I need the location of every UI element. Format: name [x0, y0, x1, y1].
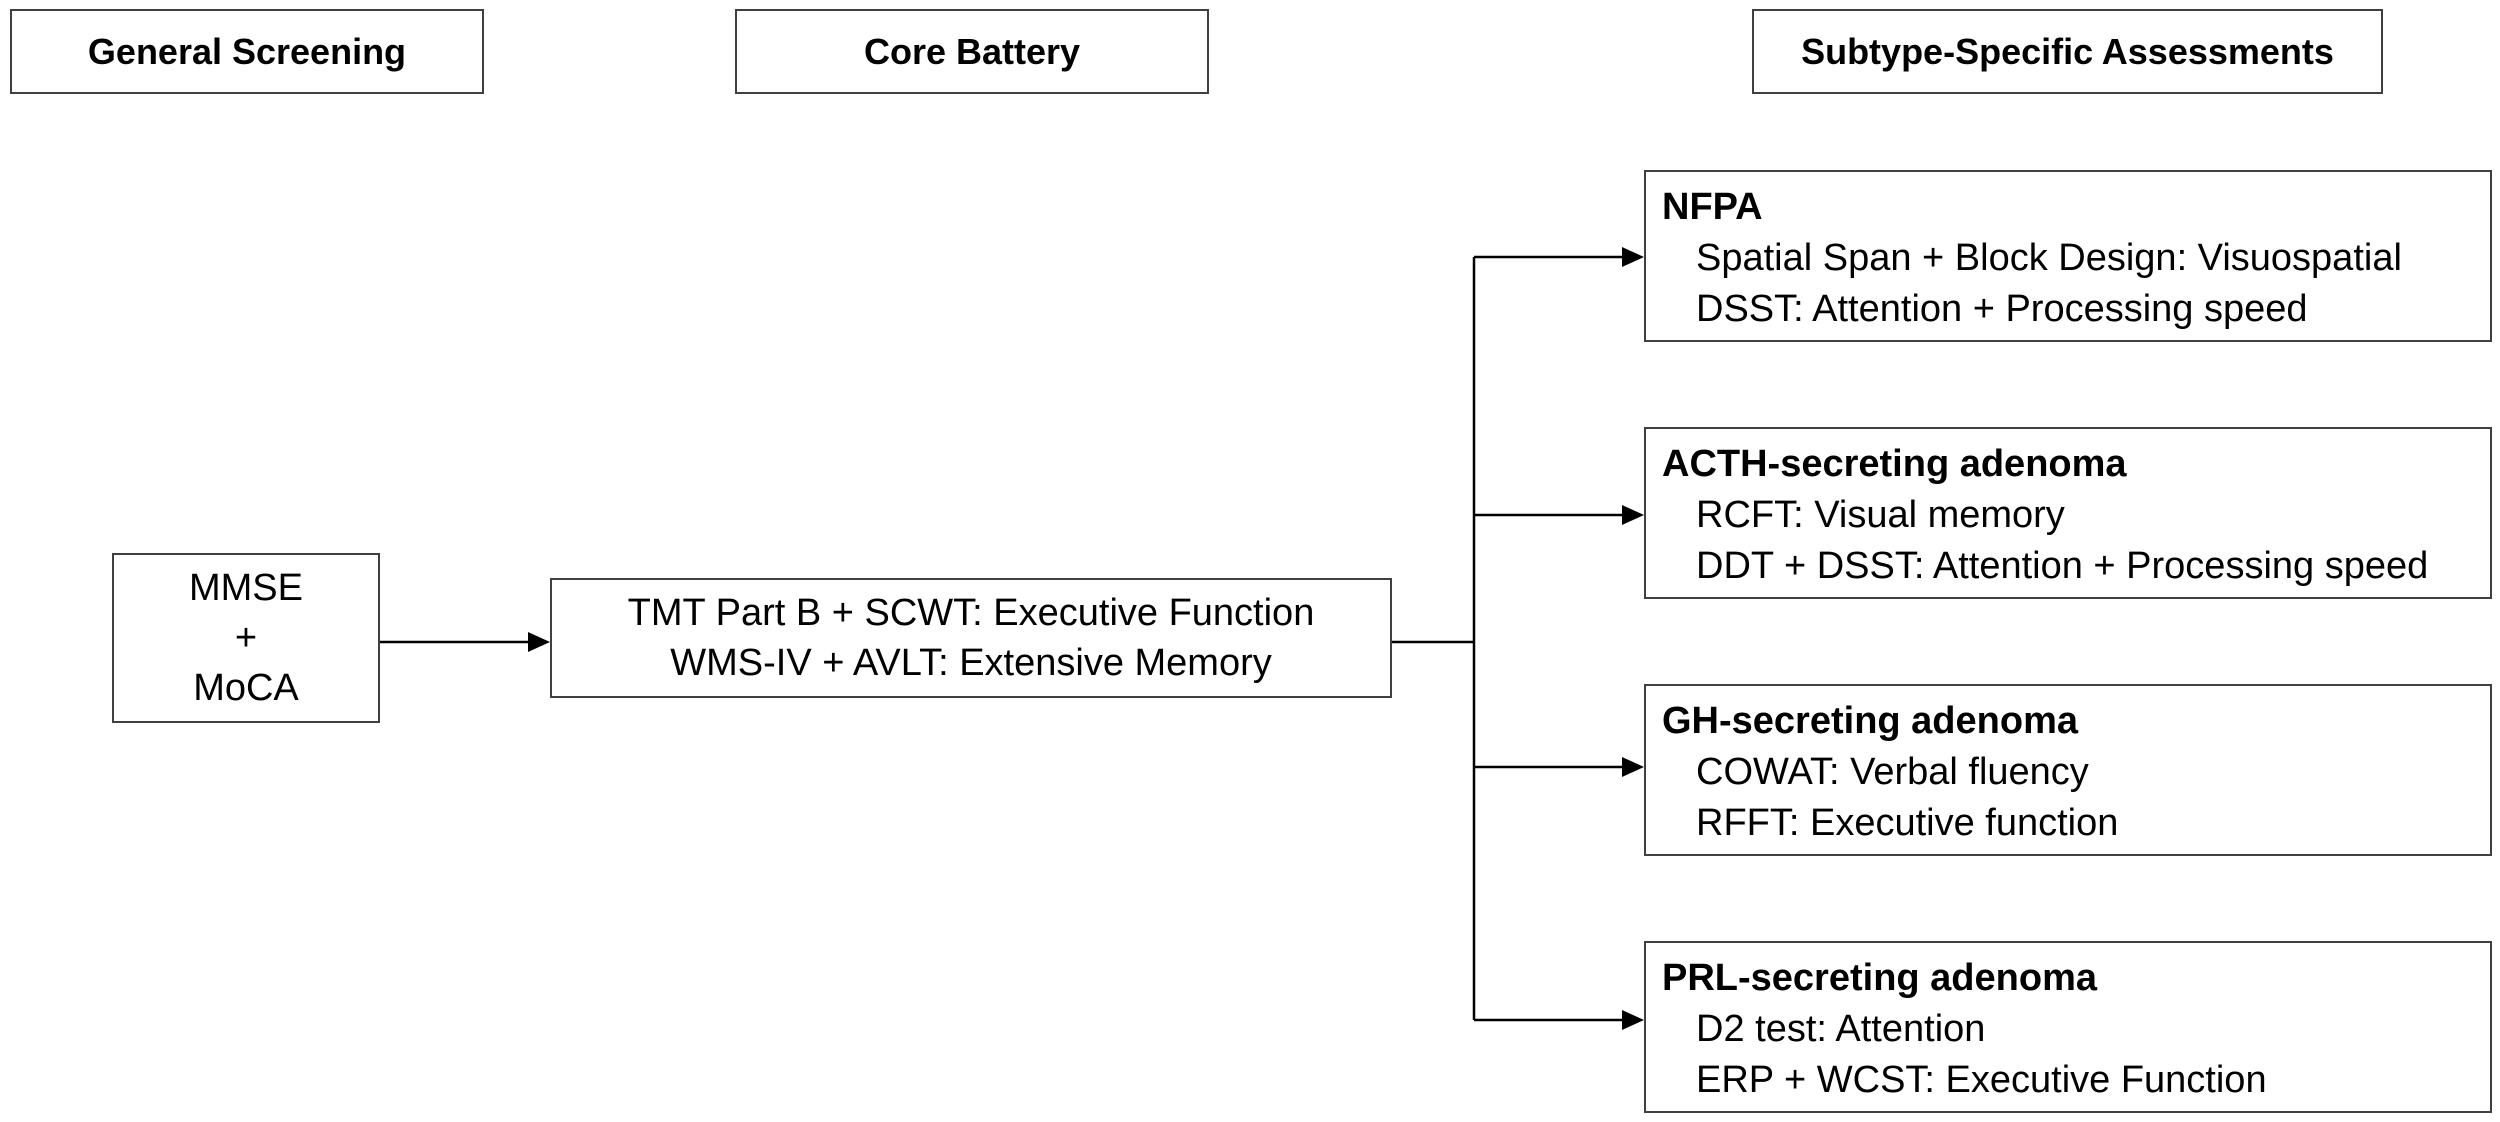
header-general-screening-label: General Screening: [87, 30, 407, 72]
arrowhead-core: [528, 632, 550, 652]
subtype-line: DDT + DSST: Attention + Processing speed: [1696, 545, 2429, 587]
subtype-line: RCFT: Visual memory: [1696, 494, 2065, 536]
core-line-executive: TMT Part B + SCWT: Executive Function: [627, 592, 1315, 634]
screening-box: MMSE + MoCA: [112, 553, 380, 723]
subtype-line: Spatial Span + Block Design: Visuospatia…: [1696, 237, 2402, 279]
header-subtype-specific-label: Subtype-Specific Assessments: [1801, 30, 2334, 72]
subtype-title-prl: PRL-secreting adenoma: [1662, 957, 2097, 999]
subtype-box-acth: ACTH-secreting adenoma RCFT: Visual memo…: [1644, 427, 2492, 599]
subtype-line: RFFT: Executive function: [1696, 802, 2119, 844]
subtype-title-acth: ACTH-secreting adenoma: [1662, 443, 2127, 485]
screening-line-plus: +: [234, 617, 258, 659]
arrowhead-gh: [1622, 757, 1644, 777]
arrowhead-nfpa: [1622, 247, 1644, 267]
subtype-box-prl: PRL-secreting adenoma D2 test: Attention…: [1644, 941, 2492, 1113]
subtype-line: DSST: Attention + Processing speed: [1696, 288, 2308, 330]
header-core-battery: Core Battery: [735, 9, 1209, 94]
arrowhead-acth: [1622, 505, 1644, 525]
subtype-title-gh: GH-secreting adenoma: [1662, 700, 2078, 742]
screening-line-moca: MoCA: [193, 667, 299, 709]
header-general-screening: General Screening: [10, 9, 484, 94]
subtype-line: D2 test: Attention: [1696, 1008, 1986, 1050]
core-battery-box: TMT Part B + SCWT: Executive Function WM…: [550, 578, 1392, 698]
subtype-box-nfpa: NFPA Spatial Span + Block Design: Visuos…: [1644, 170, 2492, 342]
subtype-box-gh: GH-secreting adenoma COWAT: Verbal fluen…: [1644, 684, 2492, 856]
header-subtype-specific: Subtype-Specific Assessments: [1752, 9, 2383, 94]
header-core-battery-label: Core Battery: [863, 30, 1081, 72]
subtype-line: COWAT: Verbal fluency: [1696, 751, 2089, 793]
arrowhead-prl: [1622, 1010, 1644, 1030]
subtype-line: ERP + WCST: Executive Function: [1696, 1059, 2267, 1101]
subtype-title-nfpa: NFPA: [1662, 186, 1763, 228]
core-line-memory: WMS-IV + AVLT: Extensive Memory: [670, 642, 1272, 684]
screening-line-mmse: MMSE: [189, 567, 303, 609]
